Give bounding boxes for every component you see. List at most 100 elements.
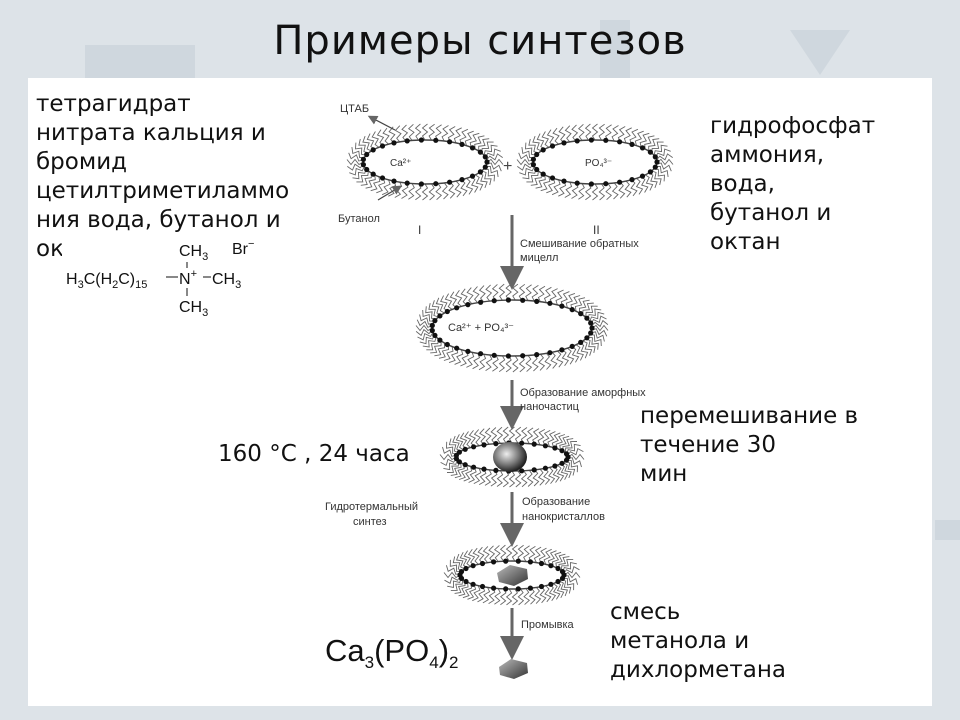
content-panel <box>28 78 932 706</box>
head-group <box>465 302 471 308</box>
surfactant-tail <box>463 466 473 482</box>
micelle-ii-label: II <box>593 223 600 237</box>
surfactant-tail <box>560 463 569 480</box>
head-group <box>458 569 465 575</box>
surfactant-tail <box>421 183 429 201</box>
surfactant-tail <box>644 135 655 150</box>
surfactant-tail <box>514 426 522 444</box>
head-group <box>652 154 658 160</box>
head-group <box>463 565 469 572</box>
head-group <box>617 179 623 185</box>
head-group <box>561 140 567 146</box>
surfactant-tail <box>426 338 439 351</box>
surfactant-tail <box>388 126 396 144</box>
surfactant-tail <box>473 429 481 447</box>
surfactant-tail <box>563 571 581 579</box>
surfactant-tail <box>447 577 462 589</box>
surfactant-tail <box>482 546 490 563</box>
surfactant-tail <box>537 285 546 302</box>
surfactant-tail <box>440 458 457 467</box>
surfactant-tail <box>570 295 581 310</box>
head-group <box>477 169 483 175</box>
head-group <box>470 563 476 569</box>
surfactant-tail <box>450 462 462 476</box>
surfactant-tail <box>479 428 487 446</box>
head-group <box>647 169 654 175</box>
surfactant-tail <box>540 176 551 192</box>
head-group <box>588 137 595 143</box>
surfactant-tail <box>542 430 551 446</box>
surfactant-tail <box>449 291 458 309</box>
surfactant-tail <box>486 158 504 166</box>
surfactant-tail <box>598 183 606 201</box>
formula-subscript: 3 <box>364 653 375 673</box>
ctab-ch3-bottom: CH3 <box>179 299 208 319</box>
head-group <box>515 586 521 592</box>
surfactant-tail <box>485 354 493 371</box>
head-group <box>459 141 465 147</box>
surfactant-tail <box>589 311 605 322</box>
head-group <box>548 563 554 569</box>
surfactant-tail <box>544 585 552 603</box>
head-group <box>370 171 376 177</box>
head-group <box>629 177 635 183</box>
head-group <box>542 443 549 449</box>
surfactant-tail <box>526 470 534 487</box>
step-nanocrystals-line1: Образование <box>522 496 590 508</box>
head-group <box>639 145 646 151</box>
surfactant-tail <box>407 123 415 141</box>
surfactant-tail <box>564 441 578 453</box>
head-group <box>531 467 537 473</box>
surfactant-tail <box>481 170 492 186</box>
surfactant-tail <box>416 319 433 328</box>
head-group <box>540 171 546 177</box>
head-group <box>549 143 556 149</box>
surfactant-tail <box>454 463 465 479</box>
head-group <box>542 465 549 471</box>
surfactant-tail <box>566 443 581 455</box>
step-amorphous-line2: наночастиц <box>520 401 580 413</box>
surfactant-tail <box>548 584 557 601</box>
head-group <box>493 467 499 473</box>
surfactant-tail <box>618 181 626 199</box>
head-group <box>574 180 580 186</box>
surfactant-tail <box>505 544 513 562</box>
surfactant-tail <box>464 431 472 448</box>
surfactant-tail <box>465 177 474 195</box>
surfactant-tail <box>467 549 476 566</box>
surfactant-tail <box>623 127 632 144</box>
head-group <box>639 173 646 179</box>
surfactant-tail <box>447 126 456 143</box>
surfactant-tail <box>468 430 476 447</box>
surfactant-tail <box>517 544 525 562</box>
head-group <box>520 353 526 359</box>
ctab-ch3-top: CH3 <box>179 243 208 263</box>
head-group <box>588 330 594 336</box>
head-group <box>491 352 497 358</box>
surfactant-tail <box>525 355 533 372</box>
surfactant-tail <box>585 338 596 353</box>
surfactant-tail <box>442 446 457 457</box>
surfactant-tail <box>472 286 480 303</box>
surfactant-tail <box>450 579 464 591</box>
stirring-line: перемешивание в <box>640 403 859 429</box>
surfactant-tail <box>444 576 461 584</box>
head-group <box>432 332 438 338</box>
surfactant-tail <box>419 314 434 325</box>
surfactant-tail <box>376 178 386 194</box>
surfactant-tail <box>381 179 391 196</box>
head-group <box>530 156 537 162</box>
surfactant-tail <box>532 135 542 152</box>
head-group <box>534 166 540 173</box>
head-group <box>629 141 635 147</box>
surfactant-tail <box>648 138 660 151</box>
head-group <box>530 162 537 168</box>
stirring-line: течение 30 <box>640 432 777 458</box>
head-group <box>463 578 469 585</box>
ctab-bromide: Br− <box>232 238 254 258</box>
surfactant-tail <box>566 347 575 365</box>
surfactant-tail <box>512 283 519 301</box>
left-reagents-text: тетрагидрат нитрата кальция и бромид цет… <box>36 90 336 264</box>
surfactant-tail <box>441 125 449 142</box>
surfactant-tail <box>556 350 564 368</box>
